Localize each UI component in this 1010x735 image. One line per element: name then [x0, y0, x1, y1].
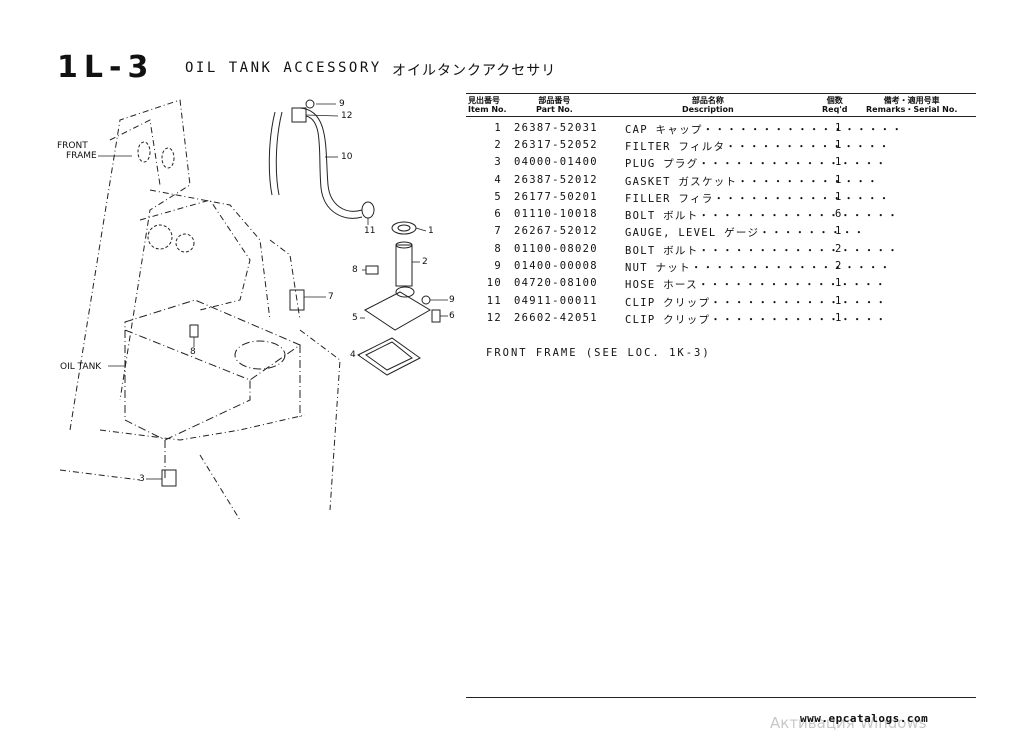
exploded-diagram [59, 99, 448, 521]
callout-5: 5 [352, 313, 358, 323]
callout-1: 1 [428, 226, 434, 236]
front-frame-label-2: FRAME [66, 151, 97, 161]
site-url[interactable]: www.epcatalogs.com [800, 712, 929, 725]
callout-8b: 8 [190, 347, 196, 357]
table-header-rule [466, 116, 976, 117]
callout-10: 10 [341, 152, 353, 162]
oil-tank-label: OIL TANK [60, 362, 102, 372]
callout-7: 7 [328, 292, 334, 302]
front-frame-note: FRONT FRAME (SEE LOC. 1K-3) [486, 347, 711, 359]
callout-9: 9 [339, 99, 345, 109]
callout-8: 8 [352, 265, 358, 275]
callout-11: 11 [364, 226, 376, 236]
callout-6: 6 [449, 311, 455, 321]
front-frame-label: FRONT [57, 141, 88, 151]
front-frame-outline [59, 99, 341, 521]
footer-rule [466, 697, 976, 698]
callout-4: 4 [350, 350, 356, 360]
callout-2: 2 [422, 257, 428, 267]
callout-12: 12 [341, 111, 353, 121]
page-title: OIL TANK ACCESSORY [185, 60, 382, 76]
leader-lines [98, 103, 448, 480]
front-frame-holes [137, 141, 195, 253]
page-title-jp: オイルタンクアクセサリ [392, 63, 557, 79]
table-top-rule [466, 93, 976, 94]
windows-activation-watermark: Активация Windows [770, 714, 927, 732]
callout-3: 3 [139, 474, 145, 484]
page-code: 1L-3 [57, 50, 155, 85]
callout-9b: 9 [449, 295, 455, 305]
oil-tank-outline [124, 299, 302, 480]
